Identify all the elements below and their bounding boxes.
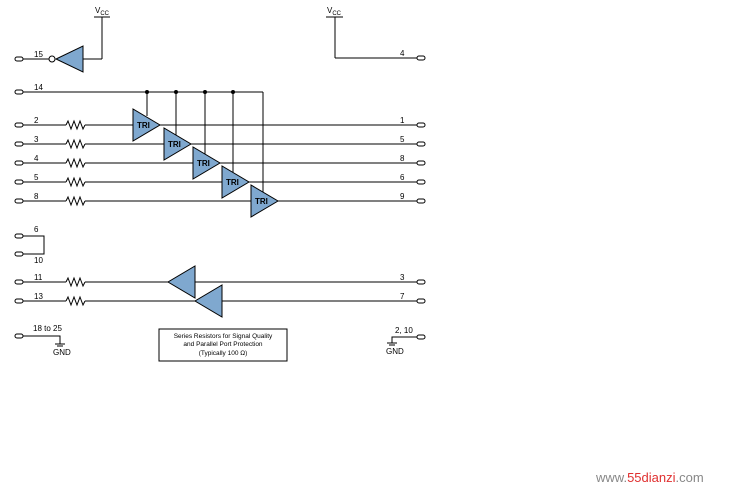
pin4-label: 4	[400, 49, 405, 58]
gnd-left-pins-label: 18 to 25	[33, 324, 62, 333]
gnd-right-label: GND	[386, 347, 404, 356]
tri-buffer	[163, 127, 192, 161]
in-pin-connector	[14, 160, 24, 166]
rx-in-label: 11	[34, 273, 43, 282]
in-pin-label: 3	[34, 135, 39, 144]
gnd-left-label: GND	[53, 348, 71, 357]
pin15-connector	[14, 56, 24, 62]
tri-buffer	[132, 108, 161, 142]
note-line-3: (Typically 100 Ω)	[199, 350, 248, 357]
gnd-right-connector	[416, 334, 426, 340]
in-pin-connector	[14, 179, 24, 185]
series-resistor	[65, 157, 86, 169]
junction-dot	[203, 90, 207, 94]
series-resistor	[65, 195, 86, 207]
out-pin-connector	[416, 198, 426, 204]
tri-buffer-label: TRI	[137, 121, 150, 130]
vcc-left-label: VCC	[95, 6, 110, 17]
pin15-label: 15	[34, 50, 43, 59]
gnd-left-wire	[23, 335, 61, 344]
in-pin-label: 8	[34, 192, 39, 201]
pin14-label: 14	[34, 83, 43, 92]
inverter-buffer	[54, 45, 84, 73]
series-resistor	[65, 176, 86, 188]
out-pin-connector	[416, 122, 426, 128]
junction-dot	[145, 90, 149, 94]
junction-dot	[231, 90, 235, 94]
tri-buffer	[192, 146, 221, 180]
pin6-connector	[14, 233, 24, 239]
rx-out-label: 3	[400, 273, 405, 282]
in-pin-label: 2	[34, 116, 39, 125]
out-pin-label: 1	[400, 116, 405, 125]
rx-out-label: 7	[400, 292, 405, 301]
rx-in-connector	[14, 279, 24, 285]
series-resistor	[65, 295, 86, 307]
out-pin-label: 8	[400, 154, 405, 163]
junction-dot	[174, 90, 178, 94]
out-pin-label: 5	[400, 135, 405, 144]
rx-out-connector	[416, 279, 426, 285]
out-pin-label: 9	[400, 192, 405, 201]
watermark: www.55dianzi.com	[595, 470, 704, 485]
out-pin-connector	[416, 160, 426, 166]
out-pin-connector	[416, 179, 426, 185]
out-pin-connector	[416, 141, 426, 147]
tri-buffer-label: TRI	[197, 159, 210, 168]
pin10-connector	[14, 251, 24, 257]
series-resistor	[65, 138, 86, 150]
out-pin-label: 6	[400, 173, 405, 182]
pin6-label: 6	[34, 225, 39, 234]
gnd-right-pins-label: 2, 10	[395, 326, 413, 335]
note-line-1: Series Resistors for Signal Quality	[174, 333, 273, 340]
in-pin-label: 4	[34, 154, 39, 163]
series-resistor	[65, 119, 86, 131]
in-pin-connector	[14, 141, 24, 147]
inverter-bubble	[48, 55, 56, 63]
gnd-right-wire	[391, 336, 417, 343]
pin14-connector	[14, 89, 24, 95]
tri-buffer-label: TRI	[168, 140, 181, 149]
in-pin-connector	[14, 122, 24, 128]
in-pin-label: 5	[34, 173, 39, 182]
tri-buffer-label: TRI	[226, 178, 239, 187]
series-resistor	[65, 276, 86, 288]
rx-in-connector	[14, 298, 24, 304]
note-box	[158, 328, 288, 362]
rx-out-connector	[416, 298, 426, 304]
rx-buffer	[194, 284, 223, 318]
note-line-2: and Parallel Port Protection	[183, 341, 263, 348]
vcc-right-label: VCC	[327, 6, 342, 17]
in-pin-connector	[14, 198, 24, 204]
pin10-label: 10	[34, 256, 43, 265]
rx-in-label: 13	[34, 292, 43, 301]
tri-buffer	[221, 165, 250, 199]
loopback-wire	[23, 235, 45, 255]
tri-buffer-label: TRI	[255, 197, 268, 206]
tri-buffer	[250, 184, 279, 218]
pin4-connector	[416, 55, 426, 61]
gnd-left-connector	[14, 333, 24, 339]
rx-buffer	[167, 265, 196, 299]
